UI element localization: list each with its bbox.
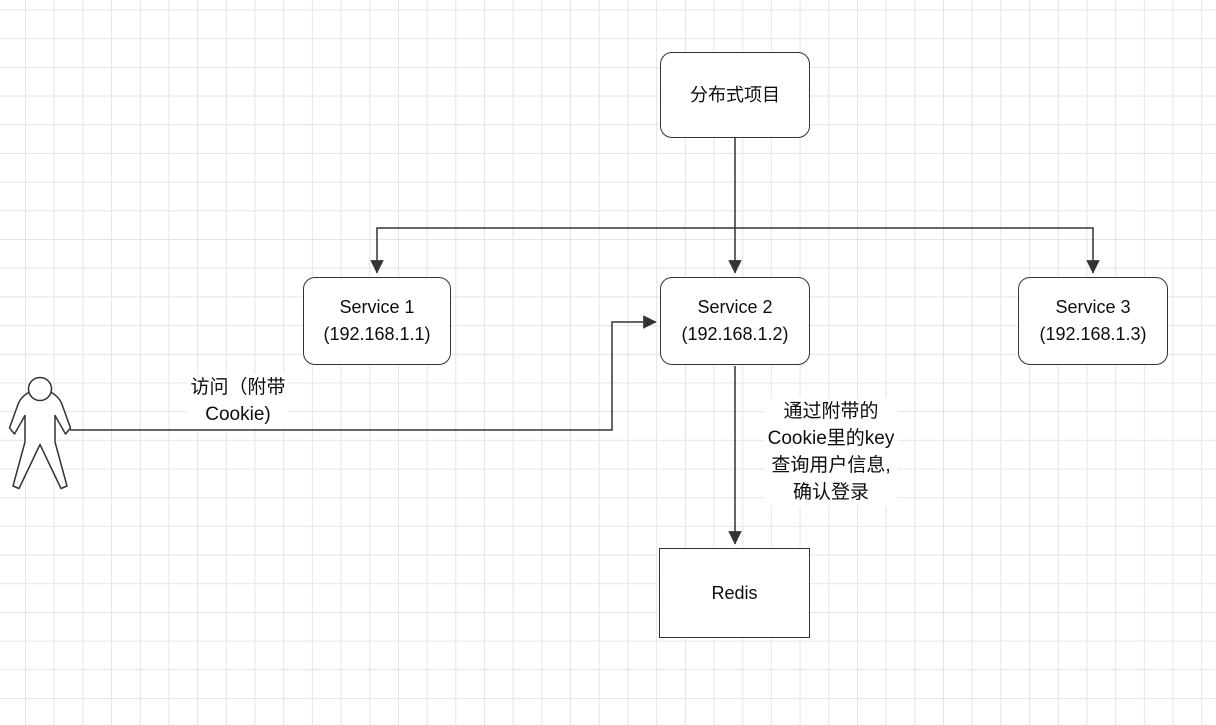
edge-label-redis-query[interactable]: 通过附带的 Cookie里的key 查询用户信息, 确认登录 bbox=[764, 398, 898, 506]
edge-user-to-service2[interactable] bbox=[70, 315, 657, 431]
user-actor-icon[interactable] bbox=[8, 376, 72, 490]
node-service-2-label: Service 2 (192.168.1.2) bbox=[681, 297, 789, 344]
edge-branch-to-service3[interactable] bbox=[735, 227, 1100, 274]
node-redis-label: Redis bbox=[711, 582, 758, 603]
actor-body bbox=[8, 388, 72, 490]
actor-head bbox=[27, 376, 53, 402]
node-distributed-project[interactable]: 分布式项目 bbox=[660, 52, 810, 138]
edge-label-access-cookie[interactable]: 访问（附带 Cookie) bbox=[187, 374, 289, 428]
node-service-1-label: Service 1 (192.168.1.1) bbox=[323, 297, 431, 344]
node-redis[interactable]: Redis bbox=[659, 548, 810, 638]
node-service-3-label: Service 3 (192.168.1.3) bbox=[1039, 297, 1147, 344]
node-service-1[interactable]: Service 1 (192.168.1.1) bbox=[303, 277, 451, 365]
node-distributed-project-label: 分布式项目 bbox=[690, 84, 780, 105]
node-service-3[interactable]: Service 3 (192.168.1.3) bbox=[1018, 277, 1168, 365]
edge-branch-to-service1[interactable] bbox=[370, 227, 735, 274]
node-service-2[interactable]: Service 2 (192.168.1.2) bbox=[660, 277, 810, 365]
